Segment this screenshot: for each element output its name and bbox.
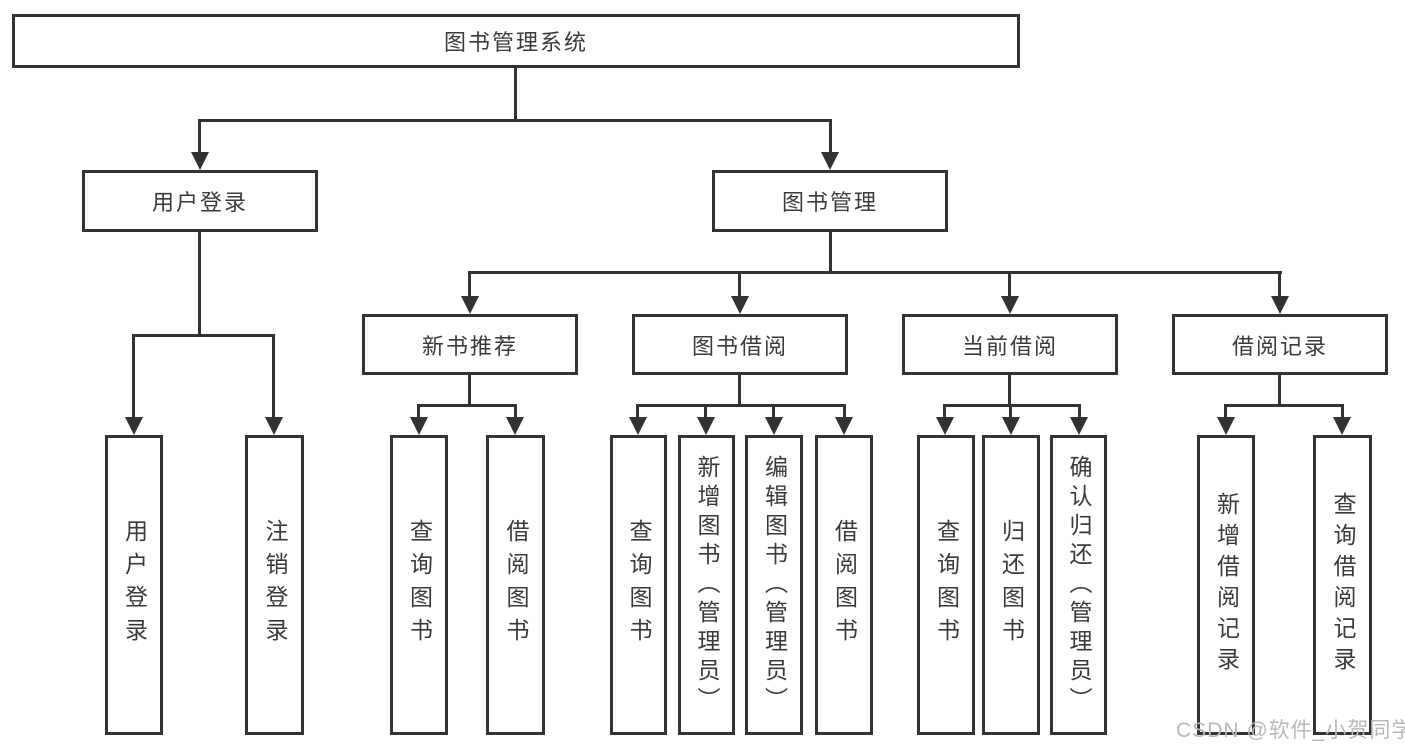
connector-line [704,404,707,421]
connector-line [1224,404,1227,421]
node-label: 图书管理系统 [443,30,588,55]
connector-line [738,375,741,407]
leaf-label: 查询图书 [406,519,433,651]
leaf-query-books-current: 查询图书 [917,435,975,735]
connector-line [417,404,517,407]
leaf-query-borrow-record: 查询借阅记录 [1313,435,1372,735]
connector-line [1224,404,1344,407]
connector-line [132,334,135,420]
connector-arrowhead-icon [461,296,479,314]
connector-arrowhead-icon [1070,417,1088,435]
leaf-return-books: 归还图书 [982,435,1040,735]
connector-line [772,404,775,421]
connector-arrowhead-icon [1271,296,1289,314]
leaf-borrow-books: 借阅图书 [815,435,873,735]
leaf-borrow-books-recommend: 借阅图书 [486,435,545,735]
node-new-book-recommendation: 新书推荐 [362,314,578,375]
node-label: 用户登录 [151,190,248,215]
leaf-logout: 注销登录 [245,435,304,735]
connector-arrowhead-icon [821,152,839,170]
connector-line [1008,271,1011,299]
connector-line [943,404,1081,407]
node-borrowing-records: 借阅记录 [1172,314,1388,375]
leaf-label: 查询图书 [933,519,960,651]
connector-line [132,334,275,337]
connector-line [843,404,846,421]
node-current-borrowing: 当前借阅 [902,314,1118,375]
connector-line [1009,404,1012,421]
connector-arrowhead-icon [629,417,647,435]
connector-arrowhead-icon [1002,417,1020,435]
connector-arrowhead-icon [835,417,853,435]
connector-arrowhead-icon [125,417,143,435]
connector-line [636,404,846,407]
node-label: 当前借阅 [961,333,1058,359]
leaf-label: 查询图书 [626,519,652,651]
connector-line [272,334,275,420]
leaf-label: 注销登录 [262,519,288,651]
connector-arrowhead-icon [1001,296,1019,314]
connector-arrowhead-icon [506,417,524,435]
connector-line [514,68,517,120]
connector-line [1278,271,1281,299]
node-user-login: 用户登录 [82,170,318,232]
leaf-label: 归还图书 [998,519,1025,651]
leaf-label: 新增图书（管理员） [694,454,720,716]
connector-arrowhead-icon [191,152,209,170]
connector-arrowhead-icon [765,417,783,435]
connector-line [829,232,832,274]
connector-arrowhead-icon [1333,417,1351,435]
leaf-edit-books-admin: 编辑图书（管理员） [745,435,803,735]
connector-arrowhead-icon [731,296,749,314]
connector-arrowhead-icon [936,417,954,435]
connector-line [738,271,741,299]
csdn-watermark: CSDN @软件_小贺同学 [1176,719,1405,742]
connector-line [514,404,517,421]
node-label: 图书管理 [781,190,878,215]
connector-arrowhead-icon [265,417,283,435]
leaf-confirm-return-admin: 确认归还（管理员） [1050,435,1107,735]
connector-line [943,404,946,421]
leaf-add-books-admin: 新增图书（管理员） [678,435,735,735]
connector-arrowhead-icon [1217,417,1235,435]
node-book-borrowing: 图书借阅 [632,314,848,375]
leaf-label: 编辑图书（管理员） [761,454,788,716]
node-label: 新书推荐 [421,333,518,359]
leaf-query-books-borrow: 查询图书 [610,435,667,735]
connector-arrowhead-icon [697,417,715,435]
connector-line [198,119,832,122]
leaf-label: 查询借阅记录 [1330,492,1356,678]
leaf-add-borrow-record: 新增借阅记录 [1197,435,1255,735]
leaf-label: 借阅图书 [831,519,858,651]
connector-line [468,375,471,407]
leaf-label: 借阅图书 [503,519,529,651]
connector-line [636,404,639,421]
connector-line [198,232,201,337]
leaf-label: 确认归还（管理员） [1066,454,1092,716]
connector-arrowhead-icon [410,417,428,435]
connector-line [198,119,201,157]
node-label: 借阅记录 [1231,333,1328,359]
leaf-label: 新增借阅记录 [1213,492,1240,678]
connector-line [1078,404,1081,421]
connector-line [829,119,832,157]
connector-line [468,271,1282,274]
leaf-query-books-recommend: 查询图书 [390,435,448,735]
node-label: 图书借阅 [691,333,788,359]
leaf-label: 用户登录 [121,519,148,651]
connector-line [1278,375,1281,407]
leaf-user-login: 用户登录 [105,435,163,735]
connector-line [1341,404,1344,421]
connector-line [1008,375,1011,407]
connector-line [417,404,420,421]
node-library-management-system: 图书管理系统 [12,14,1020,68]
connector-line [468,271,471,299]
node-book-management: 图书管理 [712,170,948,232]
